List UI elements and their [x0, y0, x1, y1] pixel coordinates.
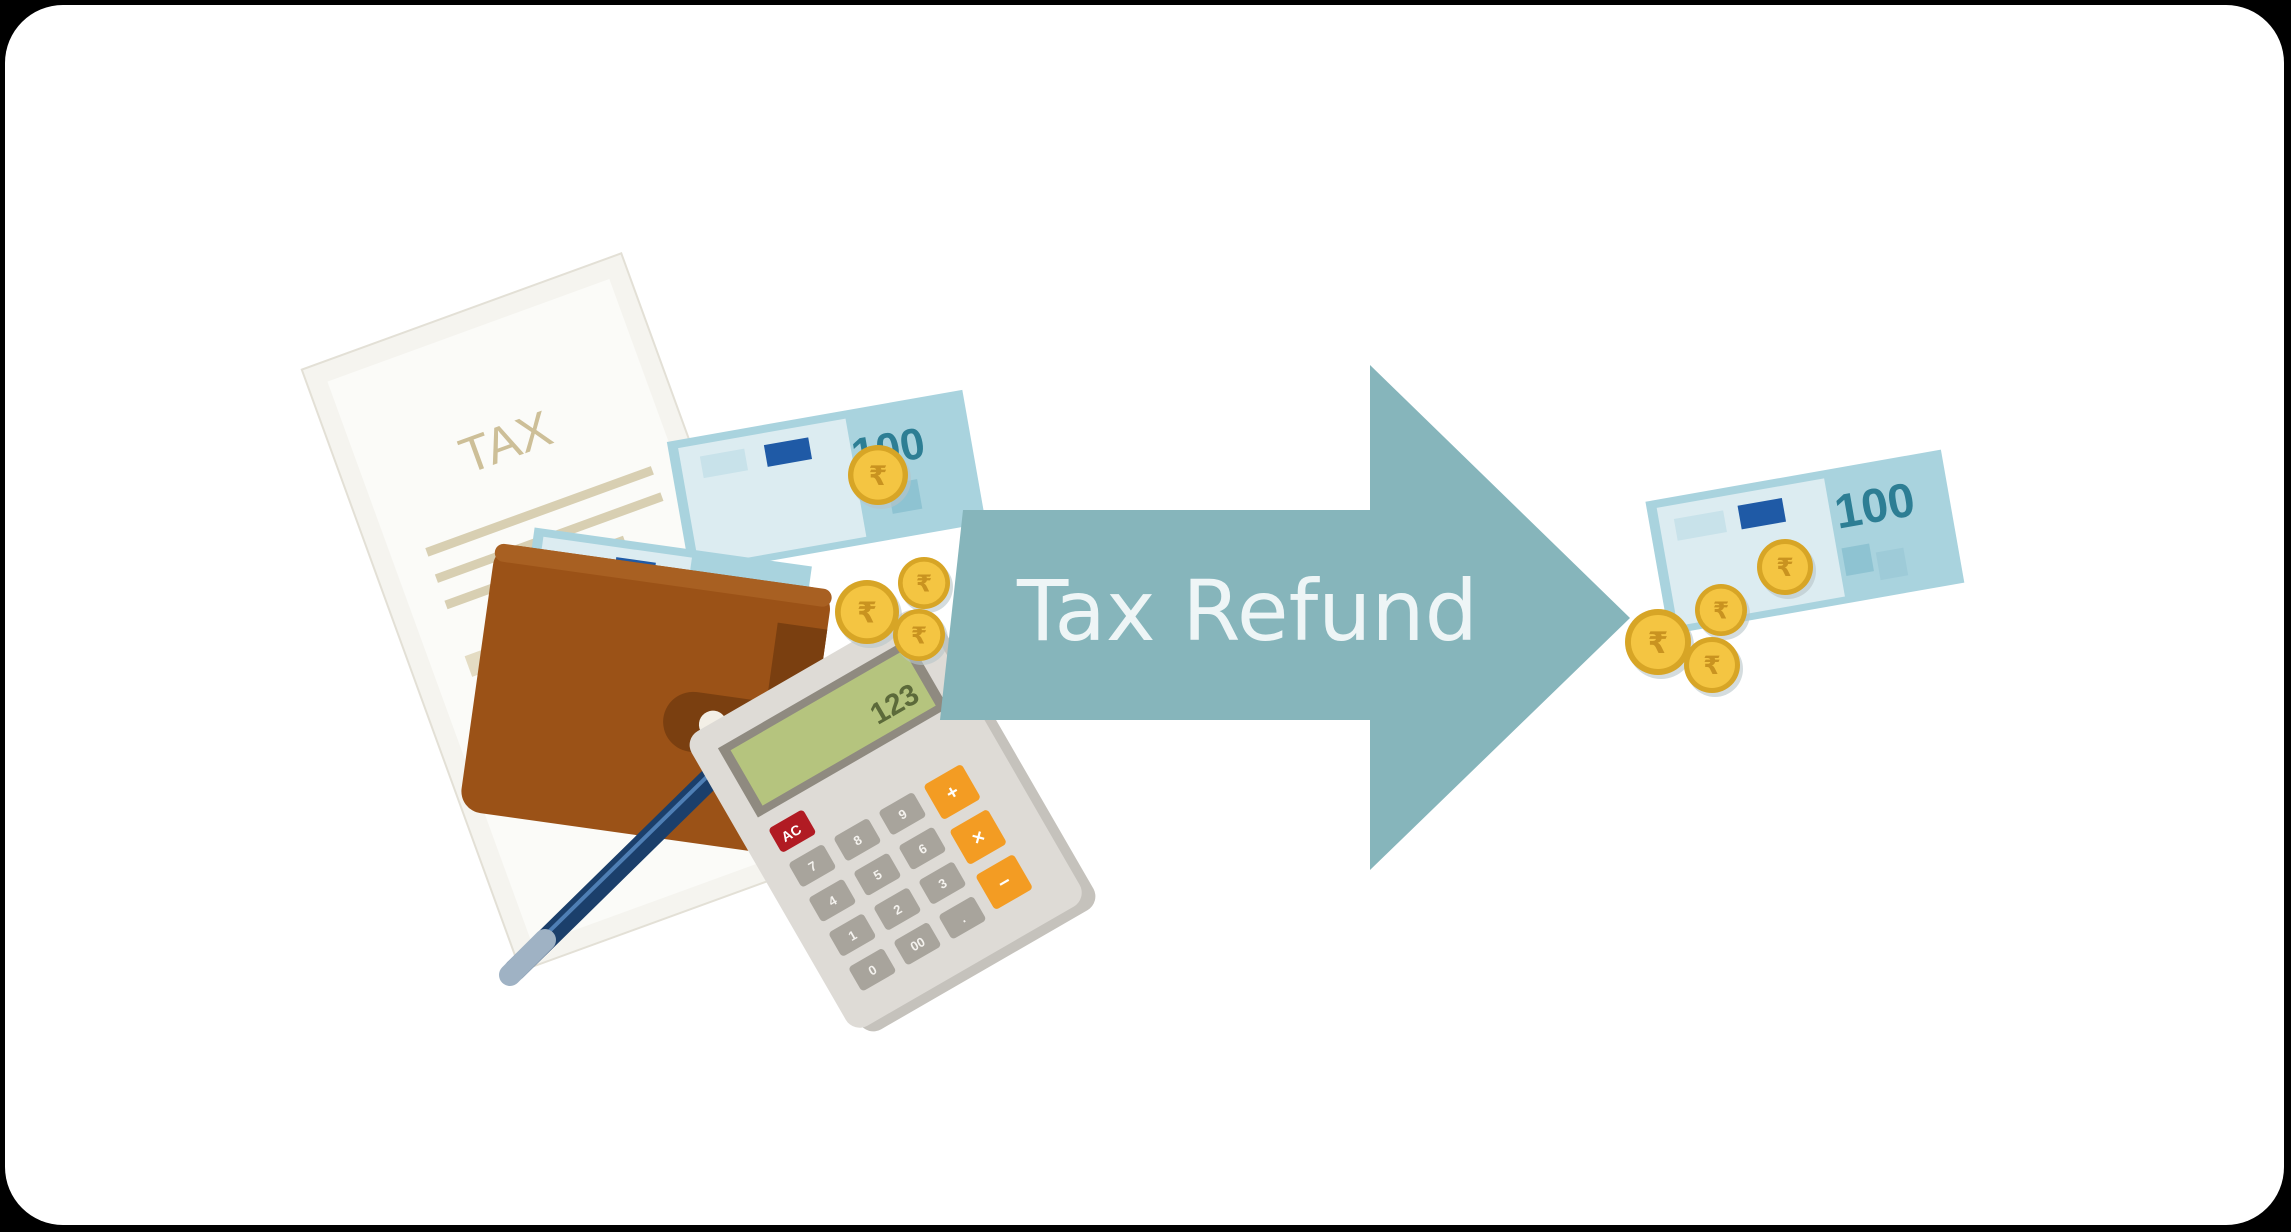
calculator-key-label: 00	[908, 934, 928, 954]
calculator-key: .	[939, 897, 986, 939]
illustration-frame: TAX 100 100 123	[5, 5, 2284, 1225]
refund-coin-stack: ₹ ₹ ₹ ₹	[1625, 539, 1816, 697]
tax-refund-illustration: TAX 100 100 123	[300, 252, 1965, 1032]
calculator-key: 7	[789, 845, 836, 887]
rupee-coin-icon: ₹	[893, 609, 948, 665]
calculator-key: 8	[834, 819, 881, 861]
rupee-coin-icon: ₹	[1757, 539, 1816, 599]
calculator-key: 4	[809, 879, 856, 922]
rupee-symbol: ₹	[1713, 597, 1729, 625]
rupee-symbol: ₹	[1703, 651, 1721, 680]
rupee-symbol: ₹	[857, 596, 877, 630]
rupee-coin-icon: ₹	[1684, 637, 1743, 697]
calculator-operator-key: ×	[950, 810, 1006, 864]
calculator-key: 6	[899, 827, 946, 870]
arrow-label: Tax Refund	[1016, 562, 1478, 660]
calculator-key: 3	[919, 862, 966, 904]
calculator-key: 9	[879, 793, 926, 835]
calculator-key: 00	[894, 923, 941, 965]
rupee-coin-icon: ₹	[848, 445, 911, 509]
rupee-coin-icon: ₹	[1625, 609, 1694, 679]
rupee-symbol: ₹	[869, 461, 888, 492]
rupee-coin-icon: ₹	[1695, 584, 1750, 640]
rupee-symbol: ₹	[1776, 553, 1794, 582]
calculator-operator-key: +	[924, 765, 980, 819]
calculator-operator-key: −	[976, 855, 1032, 909]
rupee-symbol: ₹	[1648, 626, 1669, 661]
rupee-coin-icon: ₹	[835, 580, 902, 648]
refund-banknote-icon: 100	[1645, 449, 1965, 635]
rupee-symbol: ₹	[911, 622, 927, 650]
rupee-coin-icon: ₹	[898, 557, 953, 613]
calculator-key: 2	[874, 888, 921, 930]
calculator-key: 5	[854, 853, 901, 896]
calculator-key-label: .	[957, 911, 968, 926]
rupee-symbol: ₹	[916, 570, 932, 598]
right-arrow-icon	[940, 365, 1630, 870]
calculator-key: 0	[849, 949, 896, 991]
calculator-key: 1	[829, 914, 876, 956]
left-coin-stack: ₹ ₹ ₹ ₹	[835, 445, 953, 665]
banknote-icon-back: 100	[666, 389, 986, 575]
